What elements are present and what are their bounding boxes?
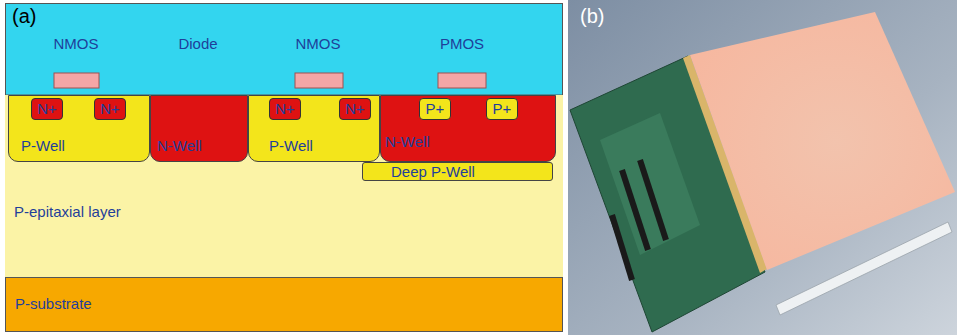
gate bbox=[295, 73, 343, 88]
implant-region: P+ bbox=[419, 98, 451, 120]
photo-background bbox=[568, 0, 957, 335]
gate bbox=[438, 73, 486, 88]
region-label: Deep P-Well bbox=[391, 163, 475, 181]
sensor-wafer bbox=[690, 12, 955, 270]
region-label: N-Well bbox=[157, 137, 202, 155]
implant-region: N+ bbox=[94, 98, 126, 120]
layer-region: P-substrate bbox=[5, 277, 563, 332]
region-label: P-Well bbox=[21, 137, 65, 155]
implant-region: N+ bbox=[269, 98, 301, 120]
region-label: N+ bbox=[37, 100, 57, 118]
oxide-layer bbox=[5, 3, 563, 95]
layer-region: P-epitaxial layer P-Well N+ N+ N-Well P-Well N… bbox=[5, 95, 563, 277]
panel-label: (b) bbox=[580, 6, 604, 26]
gate bbox=[54, 73, 99, 88]
layer-region: P-Well N+ N+ bbox=[248, 95, 380, 162]
region-label: P-epitaxial layer bbox=[14, 203, 121, 221]
device-label: Diode bbox=[178, 34, 217, 54]
region-label: P+ bbox=[493, 100, 512, 118]
connector-strips bbox=[612, 160, 666, 280]
region-label: N+ bbox=[345, 100, 365, 118]
implant-region: N+ bbox=[31, 98, 63, 120]
region-label: P+ bbox=[426, 100, 445, 118]
implant-region: N+ bbox=[339, 98, 371, 120]
layer-region: Deep P-Well bbox=[362, 162, 553, 181]
region-label: P-substrate bbox=[15, 295, 92, 313]
region-label: N-Well bbox=[385, 133, 430, 151]
device-label: NMOS bbox=[54, 34, 99, 54]
panel-label: (a) bbox=[12, 6, 36, 26]
implant-region: P+ bbox=[486, 98, 518, 120]
region-label: P-Well bbox=[269, 137, 313, 155]
layer-region: N-Well bbox=[150, 95, 248, 162]
region-label: N+ bbox=[275, 100, 295, 118]
device-label: PMOS bbox=[440, 34, 484, 54]
layer-region: P-Well N+ N+ bbox=[8, 95, 150, 162]
device-label: NMOS bbox=[296, 34, 341, 54]
layer-region: N-Well P+ P+ bbox=[380, 95, 556, 162]
panel-frame bbox=[6, 4, 563, 332]
ruler bbox=[776, 222, 952, 315]
region-label: N+ bbox=[100, 100, 120, 118]
panel-a-ground bbox=[5, 3, 563, 332]
